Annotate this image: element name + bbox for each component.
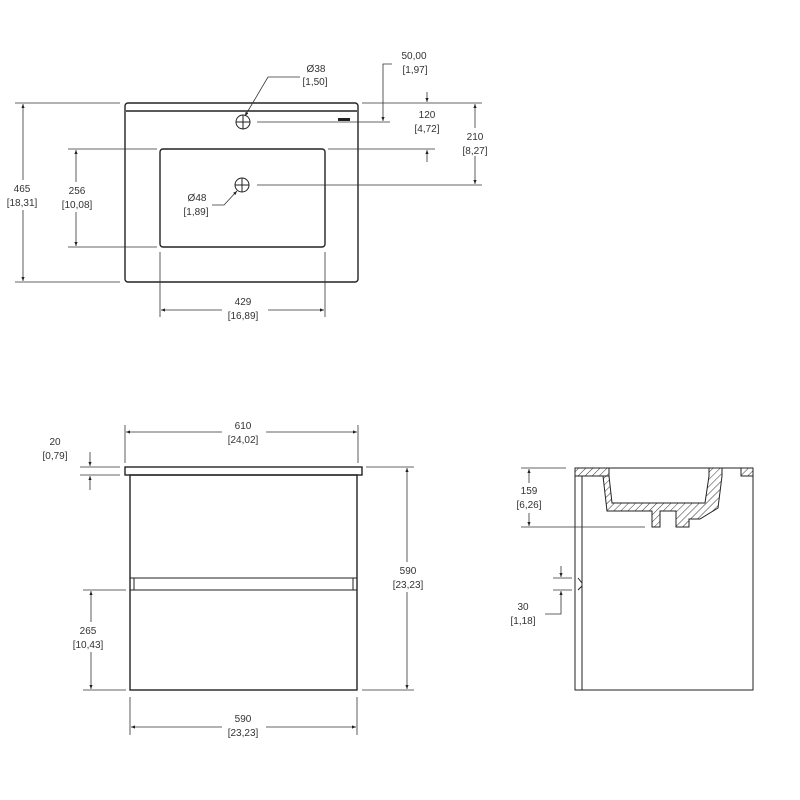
- dimension-drawer-height: 265 [10,43]: [68, 589, 126, 691]
- dim-30-mm: 30: [517, 602, 529, 613]
- dim-590w-in: [23,23]: [228, 728, 259, 739]
- dimension-tap-offset: 50,00 [1,97]: [257, 51, 428, 123]
- dim-d38-in: [1,50]: [302, 77, 327, 88]
- dim-429-in: [16,89]: [228, 311, 259, 322]
- dim-120-mm: 120: [419, 110, 436, 121]
- countertop-outline: [124, 102, 359, 283]
- dim-256-in: [10,08]: [62, 200, 93, 211]
- dim-265-in: [10,43]: [73, 640, 104, 651]
- dim-d38-mm: Ø38: [307, 64, 326, 75]
- basin-section-hatch: [602, 467, 723, 528]
- tap-hole-icon: [235, 114, 251, 130]
- dimension-top-thickness: 20 [0,79]: [42, 437, 120, 490]
- dim-210-mm: 210: [467, 132, 484, 143]
- overflow-slot: [338, 118, 350, 121]
- side-section-view: 159 [6,26] 30 [1,18]: [510, 467, 754, 691]
- dim-d48-in: [1,89]: [183, 207, 208, 218]
- dim-50-in: [1,97]: [402, 65, 427, 76]
- dim-d48-mm: Ø48: [188, 193, 207, 204]
- dim-590h-mm: 590: [400, 566, 417, 577]
- dimension-basin-width: 429 [16,89]: [159, 252, 326, 322]
- dimension-top-width: 610 [24,02]: [124, 418, 359, 463]
- dim-256-mm: 256: [69, 186, 86, 197]
- dim-159-mm: 159: [521, 486, 538, 497]
- dim-159-in: [6,26]: [516, 500, 541, 511]
- top-view: 465 [18,31] 256 [10,08] 429 [16,89] Ø38 …: [5, 51, 492, 322]
- dimension-handle-gap: 30 [1,18]: [510, 566, 572, 627]
- dimension-basin-offset: 120 [4,72]: [328, 92, 482, 162]
- dim-20-in: [0,79]: [42, 451, 67, 462]
- dim-610-mm: 610: [235, 421, 252, 432]
- drain-hole-icon: [234, 177, 250, 193]
- dim-50-mm: 50,00: [401, 51, 426, 62]
- dim-120-in: [4,72]: [414, 124, 439, 135]
- cabinet-body: [129, 474, 358, 691]
- dim-465-mm: 465: [14, 184, 31, 195]
- dimension-drain-offset: 210 [8,27]: [257, 104, 492, 186]
- cabinet-side: [574, 467, 754, 691]
- dim-590w-mm: 590: [235, 714, 252, 725]
- dim-20-mm: 20: [49, 437, 61, 448]
- dimension-drain-hole: Ø48 [1,89]: [183, 190, 238, 218]
- dimension-tap-hole: Ø38 [1,50]: [244, 64, 328, 117]
- dimension-basin-depth: 256 [10,08]: [58, 148, 157, 248]
- dim-265-mm: 265: [80, 626, 97, 637]
- dim-210-in: [8,27]: [462, 146, 487, 157]
- dimension-total-height: 590 [23,23]: [362, 466, 428, 691]
- front-view: 610 [24,02] 20 [0,79] 590 [23,23] 265 [1…: [42, 418, 428, 739]
- dim-590h-in: [23,23]: [393, 580, 424, 591]
- dim-30-in: [1,18]: [510, 616, 535, 627]
- dim-429-mm: 429: [235, 297, 252, 308]
- dim-610-in: [24,02]: [228, 435, 259, 446]
- basin-outline: [159, 148, 326, 248]
- countertop-front: [124, 466, 363, 476]
- dimension-basin-height: 159 [6,26]: [510, 467, 645, 528]
- dim-465-in: [18,31]: [7, 198, 38, 209]
- dimension-overall-depth: 465 [18,31]: [5, 102, 120, 283]
- dimension-cabinet-width: 590 [23,23]: [129, 697, 358, 739]
